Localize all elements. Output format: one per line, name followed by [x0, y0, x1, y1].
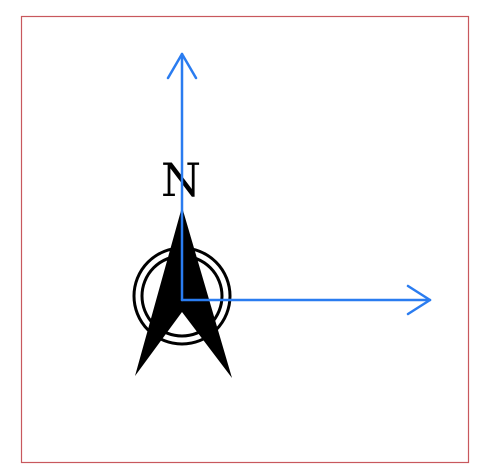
y-axis-arrowhead-icon [166, 52, 198, 80]
coordinate-axes [166, 52, 432, 316]
north-arrow-needle [135, 207, 232, 378]
x-axis-arrowhead-icon [406, 284, 432, 316]
diagram-frame [20, 15, 470, 464]
